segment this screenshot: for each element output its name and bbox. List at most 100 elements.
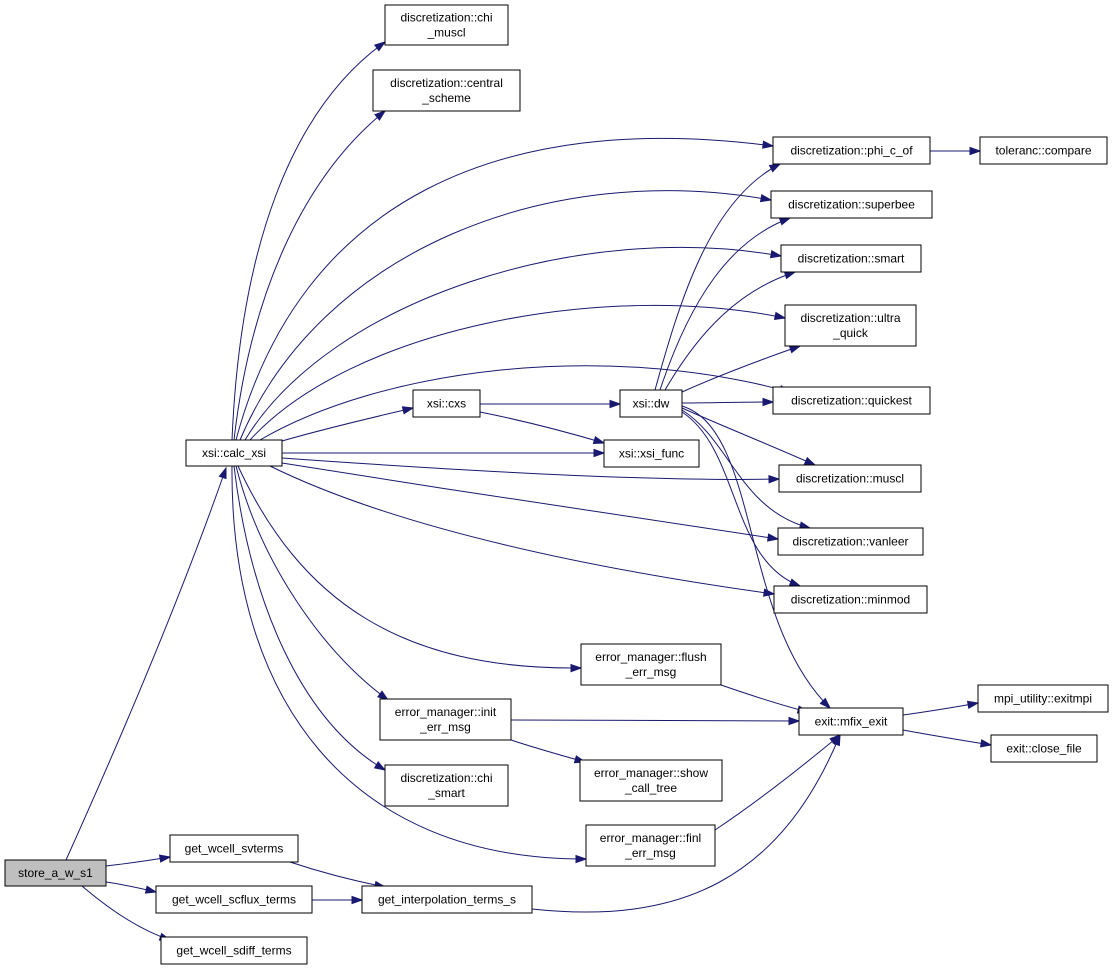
node-label: discretization::muscl <box>796 472 904 486</box>
node-get-interpolation-terms-s[interactable]: get_interpolation_terms_s <box>361 885 533 914</box>
node-box <box>772 136 931 165</box>
node-finl-err-msg[interactable]: error_manager::finl_err_msg <box>585 824 716 867</box>
node-smart[interactable]: discretization::smart <box>780 244 922 273</box>
node-box <box>4 859 107 887</box>
node-label: _err_msg <box>624 846 676 860</box>
call-edge-mfix_exit-to-close_file <box>902 729 993 748</box>
node-exitmpi[interactable]: mpi_utility::exitmpi <box>977 684 1109 713</box>
node-ultra-quick[interactable]: discretization::ultra_quick <box>784 304 917 347</box>
call-edge-phi_c_of-to-compare <box>930 146 982 156</box>
call-edge-dw-to-mfix_exit <box>681 405 832 710</box>
node-box <box>773 585 928 614</box>
function-nodes: store_a_w_s1 xsi::calc_xsiget_wcell_svter… <box>4 4 1109 965</box>
node-box <box>772 386 931 415</box>
node-label: _scheme <box>421 91 471 105</box>
node-label: discretization::chi <box>400 11 492 25</box>
node-phi-c-of[interactable]: discretization::phi_c_of <box>772 136 931 165</box>
node-label: xsi::calc_xsi <box>202 446 266 460</box>
call-edge-calc_xsi-to-central_scheme <box>233 110 387 441</box>
node-superbee[interactable]: discretization::superbee <box>770 190 933 219</box>
node-box <box>977 684 1109 713</box>
call-edge-calc_xsi-to-init_err_msg <box>235 465 390 701</box>
call-edge-calc_xsi-to-phi_c_of <box>235 137 775 441</box>
call-edge-flush_err_msg-to-mfix_exit <box>720 684 810 714</box>
node-box <box>155 885 313 914</box>
call-edge-calc_xsi-to-smart <box>244 246 783 441</box>
call-edge-dw-to-smart <box>664 271 797 391</box>
node-label: discretization::smart <box>798 252 905 266</box>
call-edge-dw-to-minmod <box>681 411 802 587</box>
call-edge-dw-to-superbee <box>659 217 792 391</box>
node-vanleer[interactable]: discretization::vanleer <box>777 527 924 556</box>
call-edge-calc_xsi-to-xsi_func <box>282 448 606 458</box>
call-edge-init_err_msg-to-mfix_exit <box>510 716 801 726</box>
node-chi-muscl[interactable]: discretization::chi_muscl <box>384 4 509 46</box>
node-box <box>169 834 299 863</box>
node-label: xsi::cxs <box>427 397 466 411</box>
node-box <box>770 190 933 219</box>
call-edge-calc_xsi-to-chi_muscl <box>231 41 387 441</box>
node-flush-err-msg[interactable]: error_manager::flush_err_msg <box>580 643 722 686</box>
node-box <box>784 304 917 347</box>
node-box <box>585 824 716 867</box>
node-label: discretization::superbee <box>788 198 915 212</box>
node-label: error_manager::init <box>395 705 497 719</box>
node-get-wcell-scflux-terms[interactable]: get_wcell_scflux_terms <box>155 885 313 914</box>
call-edge-calc_xsi-to-ultra_quick <box>249 304 787 441</box>
node-store-a-w-s1[interactable]: store_a_w_s1 <box>4 859 107 887</box>
call-edge-dw-to-ultra_quick <box>681 345 802 393</box>
node-label: discretization::ultra <box>800 311 900 325</box>
call-edge-init_err_msg-to-show_call_tree <box>510 739 587 764</box>
node-box <box>372 69 521 112</box>
node-chi-smart[interactable]: discretization::chi_smart <box>384 764 509 807</box>
call-edge-dw-to-muscl <box>681 407 817 466</box>
node-get-wcell-sdiff-terms[interactable]: get_wcell_sdiff_terms <box>160 936 308 965</box>
node-label: error_manager::finl <box>600 831 701 845</box>
call-edge-calc_xsi-to-minmod <box>269 465 776 597</box>
node-dw[interactable]: xsi::dw <box>619 389 683 418</box>
node-compare[interactable]: toleranc::compare <box>979 136 1108 165</box>
node-label: error_manager::show <box>594 766 708 780</box>
node-label: discretization::minmod <box>791 593 910 607</box>
node-calc-xsi[interactable]: xsi::calc_xsi <box>185 439 283 467</box>
node-box <box>979 136 1108 165</box>
node-box <box>379 698 512 741</box>
node-box <box>603 439 700 468</box>
node-label: get_wcell_svterms <box>185 842 284 856</box>
node-label: get_wcell_sdiff_terms <box>176 944 291 958</box>
node-mfix-exit[interactable]: exit::mfix_exit <box>798 707 904 736</box>
node-box <box>778 464 922 493</box>
node-init-err-msg[interactable]: error_manager::init_err_msg <box>379 698 512 741</box>
call-edge-calc_xsi-to-superbee <box>239 190 773 441</box>
node-label: _err_msg <box>625 665 677 679</box>
node-central-scheme[interactable]: discretization::central_scheme <box>372 69 521 112</box>
node-label: get_interpolation_terms_s <box>378 893 516 907</box>
node-quickest[interactable]: discretization::quickest <box>772 386 931 415</box>
node-cxs[interactable]: xsi::cxs <box>412 389 481 418</box>
node-box <box>384 764 509 807</box>
node-xsi-func[interactable]: xsi::xsi_func <box>603 439 700 468</box>
call-edge-get_wcell_svterms-to-get_interpolation_terms_s <box>289 861 387 890</box>
call-edge-finl_err_msg-to-mfix_exit <box>714 734 842 831</box>
call-edge-cxs-to-xsi_func <box>479 411 606 445</box>
node-label: _call_tree <box>624 781 677 795</box>
node-label: discretization::quickest <box>791 394 912 408</box>
node-label: discretization::vanleer <box>792 535 908 549</box>
node-get-wcell-svterms[interactable]: get_wcell_svterms <box>169 834 299 863</box>
node-box <box>990 734 1098 763</box>
node-label: _quick <box>832 326 869 340</box>
node-close-file[interactable]: exit::close_file <box>990 734 1098 763</box>
node-label: _smart <box>427 786 465 800</box>
node-minmod[interactable]: discretization::minmod <box>773 585 928 614</box>
call-edge-calc_xsi-to-flush_err_msg <box>237 465 583 673</box>
node-box <box>412 389 481 418</box>
call-edge-store_a_w_s1-to-get_wcell_scflux_terms <box>105 881 158 894</box>
node-muscl[interactable]: discretization::muscl <box>778 464 922 493</box>
call-edge-calc_xsi-to-finl_err_msg <box>231 465 588 864</box>
call-edge-calc_xsi-to-chi_smart <box>233 465 387 771</box>
node-show-call-tree[interactable]: error_manager::show_call_tree <box>579 759 723 802</box>
node-label: discretization::chi <box>400 771 492 785</box>
node-label: store_a_w_s1 <box>18 866 93 880</box>
node-box <box>160 936 308 965</box>
